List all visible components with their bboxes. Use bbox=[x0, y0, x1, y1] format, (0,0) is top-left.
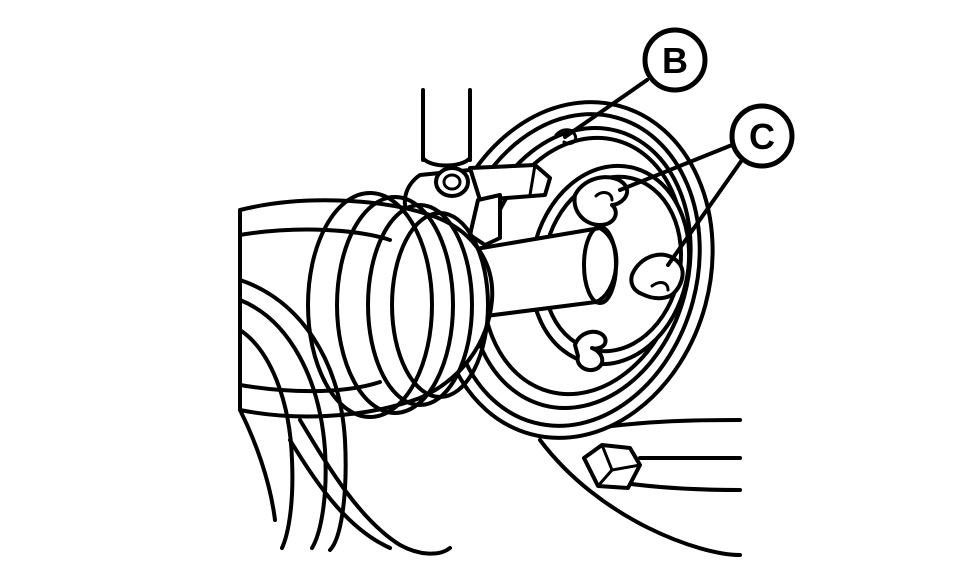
callout-c-label: C bbox=[749, 116, 775, 157]
callout-b: B bbox=[563, 27, 708, 139]
wheel-arcs bbox=[238, 278, 452, 556]
callout-b-label: B bbox=[662, 40, 688, 81]
callout-c-leader-upper bbox=[618, 143, 734, 192]
retaining-clips bbox=[554, 128, 685, 373]
vertical-strut bbox=[421, 88, 472, 168]
callout-b-circle bbox=[642, 27, 708, 93]
drive-shaft bbox=[468, 225, 619, 320]
callout-c: C bbox=[618, 103, 795, 267]
callout-c-leader-lower bbox=[666, 158, 744, 267]
callout-b-leader bbox=[563, 78, 649, 139]
housing-base bbox=[538, 418, 742, 557]
callout-c-circle bbox=[729, 103, 795, 169]
